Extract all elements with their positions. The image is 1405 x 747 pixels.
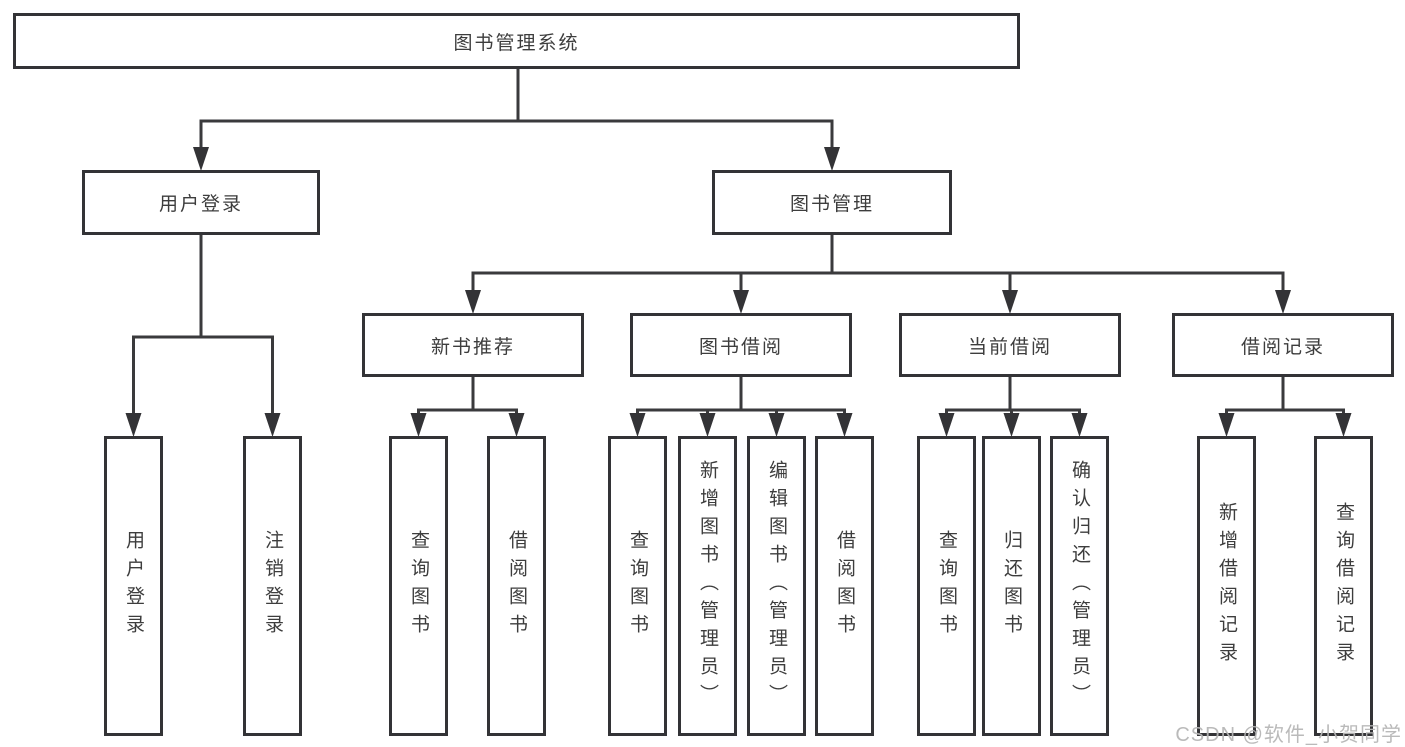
node-branch-book-management: 图书管理 [712, 170, 952, 235]
node-leaf-logout: 注销登录 [243, 436, 302, 736]
node-label: 图书管理 [789, 194, 874, 215]
node-label: 确认归还（管理员） [1069, 460, 1090, 712]
node-new-book-recommendation: 新书推荐 [362, 313, 584, 377]
node-label: 编辑图书（管理员） [766, 460, 787, 712]
node-label: 查询图书 [408, 530, 429, 642]
node-label: 当前借阅 [967, 336, 1052, 358]
node-leaf-edit-books-admin: 编辑图书（管理员） [747, 436, 806, 736]
node-label: 注销登录 [262, 530, 283, 642]
node-root-library-system: 图书管理系统 [13, 13, 1020, 69]
node-branch-user-login: 用户登录 [82, 170, 320, 235]
node-label: 用户登录 [123, 530, 144, 642]
node-current-borrowing: 当前借阅 [899, 313, 1121, 377]
node-label: 图书管理系统 [453, 32, 580, 54]
node-leaf-query-books-borrow: 查询图书 [608, 436, 667, 736]
node-label: 归还图书 [1001, 530, 1022, 642]
node-leaf-query-books-current: 查询图书 [917, 436, 976, 736]
node-label: 借阅图书 [834, 530, 855, 642]
node-book-borrowing: 图书借阅 [630, 313, 852, 377]
node-label: 新书推荐 [430, 336, 515, 358]
node-leaf-add-books-admin: 新增图书（管理员） [678, 436, 737, 736]
node-leaf-return-books: 归还图书 [982, 436, 1041, 736]
node-leaf-confirm-return-admin: 确认归还（管理员） [1050, 436, 1109, 736]
node-label: 新增借阅记录 [1216, 502, 1237, 670]
node-label: 新增图书（管理员） [697, 460, 718, 712]
node-label: 查询图书 [936, 530, 957, 642]
node-leaf-add-borrow-record: 新增借阅记录 [1197, 436, 1256, 736]
node-borrowing-records: 借阅记录 [1172, 313, 1394, 377]
node-leaf-borrow-books: 借阅图书 [815, 436, 874, 736]
node-label: 用户登录 [158, 194, 243, 215]
node-leaf-query-borrow-record: 查询借阅记录 [1314, 436, 1373, 736]
node-leaf-query-books-recommend: 查询图书 [389, 436, 448, 736]
node-label: 借阅图书 [506, 530, 527, 642]
node-leaf-user-login: 用户登录 [104, 436, 163, 736]
node-leaf-borrow-books-recommend: 借阅图书 [487, 436, 546, 736]
node-label: 图书借阅 [698, 336, 783, 358]
node-label: 查询借阅记录 [1333, 502, 1354, 670]
node-label: 借阅记录 [1240, 336, 1325, 358]
node-label: 查询图书 [627, 530, 648, 642]
csdn-watermark: CSDN @软件_小贺同学 [1175, 724, 1402, 746]
